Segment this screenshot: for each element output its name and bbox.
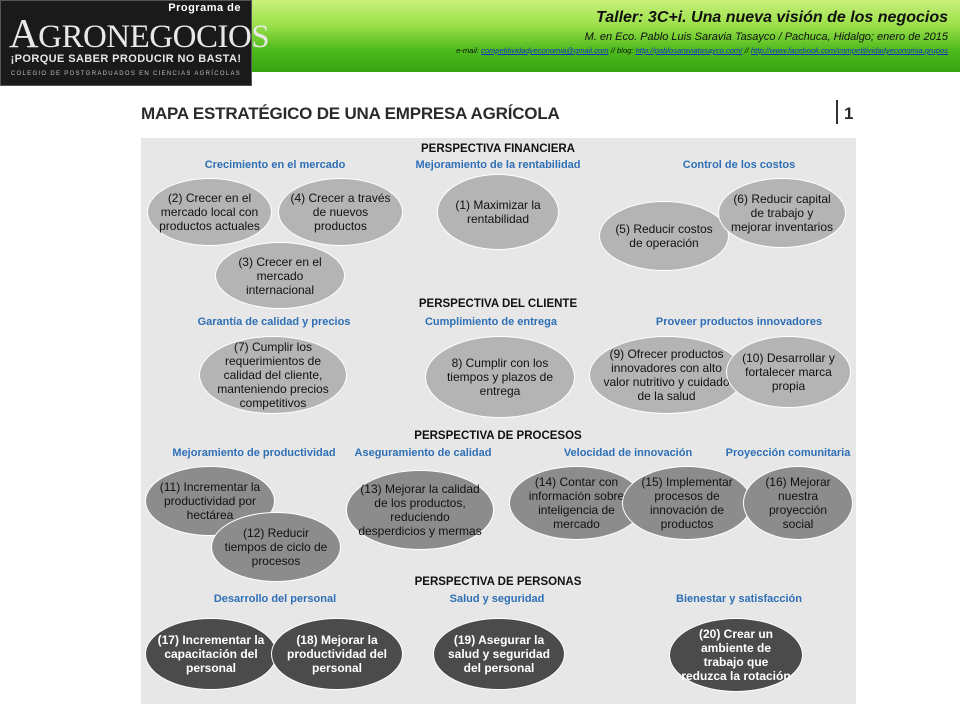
objective-salud: Salud y seguridad (449, 593, 545, 605)
strategy-item-4: (4) Crecer a través de nuevos productos (278, 178, 403, 246)
strategy-map: PERSPECTIVA FINANCIERA Crecimiento en el… (141, 138, 856, 704)
objective-entrega: Cumplimiento de entrega (424, 316, 558, 328)
objective-productividad: Mejoramiento de productividad (172, 447, 336, 459)
logo-slogan: ¡PORQUE SABER PRODUCIR NO BASTA! (10, 53, 242, 65)
logo-program-label: Programa de (168, 2, 241, 14)
strategy-item-2: (2) Crecer en el mercado local con produ… (147, 178, 272, 246)
objective-crecimiento: Crecimiento en el mercado (204, 159, 346, 171)
objective-calidad-precios: Garantía de calidad y precios (197, 316, 351, 328)
objective-costos: Control de los costos (682, 159, 796, 171)
objective-velocidad: Velocidad de innovación (563, 447, 693, 459)
page-divider (836, 100, 838, 124)
header-links: e-mail: competitividadyeconomia@gmail.co… (456, 46, 948, 55)
strategy-item-15: (15) Implementar procesos de innovación … (622, 466, 752, 540)
strategy-item-20: (20) Crear un ambiente de trabajo que re… (669, 618, 803, 692)
strategy-item-8: 8) Cumplir con los tiempos y plazos de e… (425, 336, 575, 418)
objective-rentabilidad: Mejoramiento de la rentabilidad (415, 159, 581, 171)
strategy-item-19: (19) Asegurar la salud y seguridad del p… (433, 618, 565, 690)
strategy-item-16: (16) Mejorar nuestra proyección social (743, 466, 853, 540)
perspective-personas: PERSPECTIVA DE PERSONAS (414, 576, 582, 588)
strategy-item-5: (5) Reducir costos de operación (599, 201, 729, 271)
logo-wordmark: AGRONEGOCIOS (9, 10, 270, 56)
header-title: Taller: 3C+i. Una nueva visión de los ne… (596, 9, 948, 26)
blog-link[interactable]: http://pablosaraviatasayco.com/ (635, 46, 743, 55)
strategy-item-10: (10) Desarrollar y fortalecer marca prop… (726, 336, 851, 408)
header-subtitle: M. en Eco. Pablo Luis Saravia Tasayco / … (584, 31, 948, 43)
strategy-item-13: (13) Mejorar la calidad de los productos… (346, 470, 494, 550)
perspective-cliente: PERSPECTIVA DEL CLIENTE (418, 298, 578, 310)
strategy-item-7: (7) Cumplir los requerimientos de calida… (199, 336, 347, 414)
objective-innovadores: Proveer productos innovadores (655, 316, 823, 328)
objective-aseguramiento: Aseguramiento de calidad (354, 447, 492, 459)
strategy-item-11: (11) Incrementar la productividad por he… (145, 466, 275, 536)
objective-desarrollo: Desarrollo del personal (213, 593, 337, 605)
slide-title: MAPA ESTRATÉGICO DE UNA EMPRESA AGRÍCOLA (141, 104, 560, 123)
strategy-item-18: (18) Mejorar la productividad del person… (271, 618, 403, 690)
logo-college: COLEGIO DE POSTGRADUADOS EN CIENCIAS AGR… (10, 71, 242, 77)
strategy-item-6: (6) Reducir capital de trabajo y mejorar… (718, 178, 846, 248)
strategy-item-17: (17) Incrementar la capacitación del per… (145, 618, 277, 690)
perspective-procesos: PERSPECTIVA DE PROCESOS (414, 430, 582, 442)
agronegocios-logo: Programa de AGRONEGOCIOS ¡PORQUE SABER P… (0, 0, 270, 86)
objective-bienestar: Bienestar y satisfacción (676, 593, 802, 605)
perspective-financiera: PERSPECTIVA FINANCIERA (421, 143, 575, 155)
email-link[interactable]: competitividadyeconomia@gmail.com (481, 46, 609, 55)
strategy-item-1: (1) Maximizar la rentabilidad (437, 174, 559, 250)
page-number: 1 (844, 104, 854, 123)
strategy-item-9: (9) Ofrecer productos innovadores con al… (589, 336, 744, 414)
strategy-item-3: (3) Crecer en el mercado internacional (215, 242, 345, 309)
facebook-link[interactable]: http://www.facebook.com/competitividadye… (750, 46, 948, 55)
strategy-item-12: (12) Reducir tiempos de ciclo de proceso… (211, 512, 341, 582)
objective-comunitaria: Proyección comunitaria (725, 447, 851, 459)
